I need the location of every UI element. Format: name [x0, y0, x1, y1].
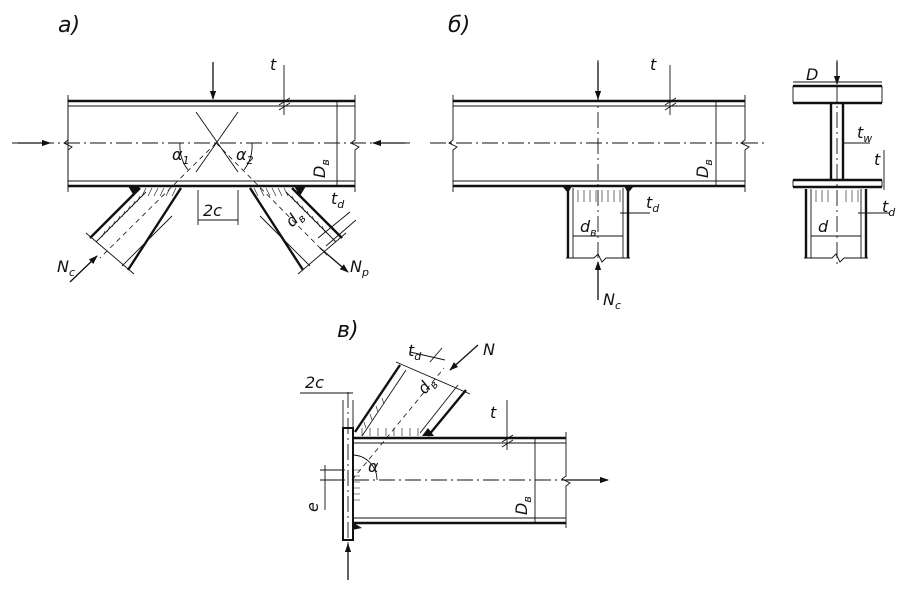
panel-a-title: а) — [58, 13, 80, 38]
panel-b-td-label: td — [646, 193, 660, 215]
panel-b-chord — [430, 62, 765, 192]
panel-c-alpha-label: α — [368, 457, 379, 476]
panel-a: а) — [12, 13, 410, 283]
panel-a-2c-label: 2c — [203, 201, 222, 220]
panel-a-d-label: dв — [281, 206, 308, 233]
panel-b2-t-label: t — [874, 150, 881, 169]
panel-c-td-label: td — [408, 341, 422, 363]
panel-a-left-brace — [69, 142, 217, 283]
panel-c-title: в) — [337, 318, 359, 343]
panel-a-a2-label: α2 — [236, 145, 254, 167]
panel-a-t-label: t — [270, 55, 277, 74]
panel-b-title: б) — [448, 13, 470, 38]
panel-b-d-label: dв — [580, 217, 597, 239]
panel-b2-isection: D tw t td d — [792, 60, 896, 268]
panel-a-Np-label: Np — [350, 257, 369, 279]
panel-a-D-label: Dв — [310, 159, 332, 178]
panel-b2-td-label: td — [882, 197, 896, 219]
panel-b-Nc-label: Nc — [603, 290, 621, 312]
panel-b-brace — [562, 60, 650, 300]
panel-b2-d-label: d — [818, 217, 829, 236]
panel-c-t-label: t — [490, 403, 497, 422]
panel-c-e-label: e — [303, 502, 322, 512]
panel-a-right-brace — [215, 142, 349, 275]
panel-c-D-label: Dв — [512, 496, 534, 515]
panel-a-chord — [12, 62, 410, 192]
panel-a-a1-label: α1 — [172, 145, 190, 167]
panel-c-2c-label: 2c — [305, 373, 324, 392]
panel-b-D-label: Dв — [693, 159, 715, 178]
panel-b2-D-label: D — [806, 65, 818, 84]
panel-c: в) — [300, 318, 609, 580]
panel-c-N-label: N — [483, 340, 495, 359]
panel-a-td-label: td — [331, 189, 345, 211]
panel-c-d-label: dв — [414, 373, 442, 400]
panel-a-Nc-label: Nc — [57, 257, 75, 279]
panel-b2-tw-label: tw — [857, 123, 872, 145]
panel-b: б) — [430, 13, 765, 312]
panel-b-t-label: t — [650, 55, 657, 74]
